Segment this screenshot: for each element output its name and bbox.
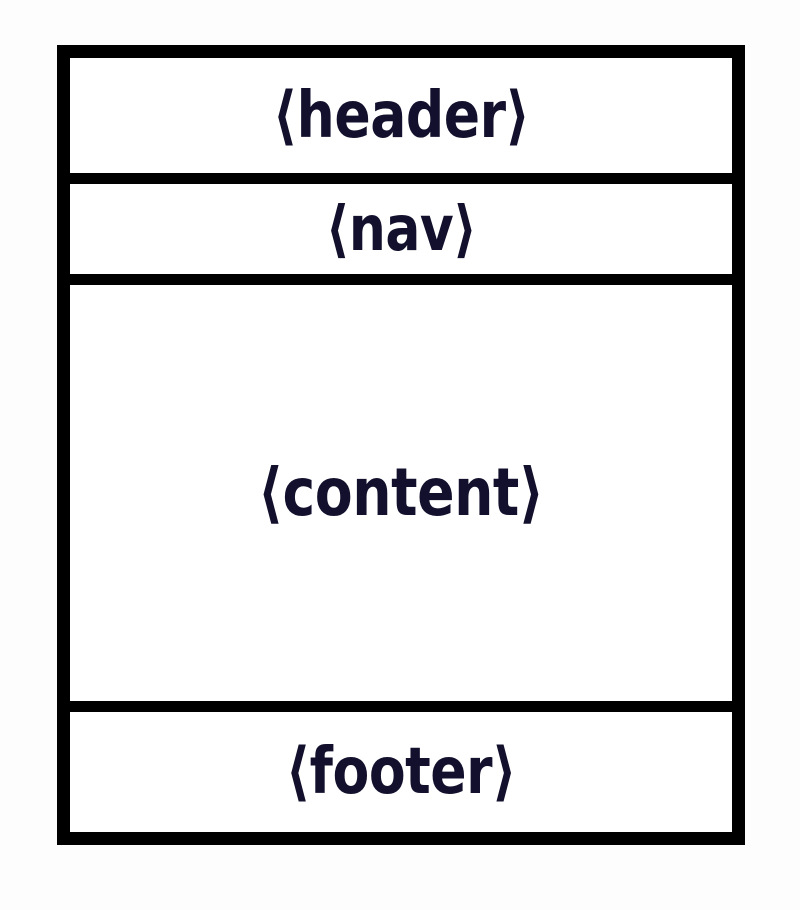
page-structure-wireframe: ⟨header⟩ ⟨nav⟩ ⟨content⟩ ⟨footer⟩ — [57, 45, 745, 845]
region-footer-label: ⟨footer⟩ — [285, 735, 517, 809]
region-content-label: ⟨content⟩ — [258, 454, 544, 531]
region-header[interactable]: ⟨header⟩ — [70, 58, 732, 173]
region-nav-label: ⟨nav⟩ — [325, 192, 477, 265]
region-nav[interactable]: ⟨nav⟩ — [70, 173, 732, 274]
region-header-label: ⟨header⟩ — [272, 78, 530, 153]
region-footer[interactable]: ⟨footer⟩ — [70, 701, 732, 832]
region-content[interactable]: ⟨content⟩ — [70, 274, 732, 701]
